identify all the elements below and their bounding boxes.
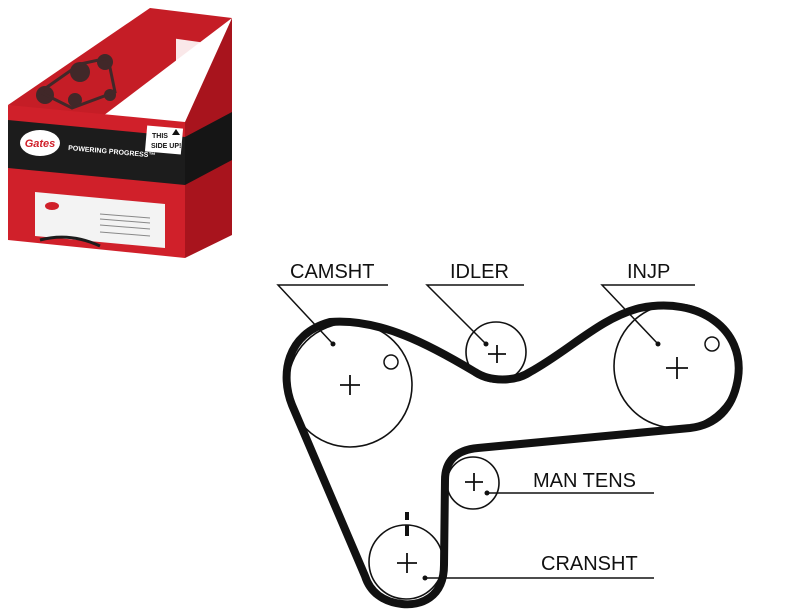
leader-lines [276, 284, 695, 579]
manual-tensioner-center-cross [465, 473, 483, 491]
manual-tensioner-label: MAN TENS [533, 470, 636, 492]
injection-pump-leader-line [600, 284, 695, 345]
camshaft-label: CAMSHT [290, 261, 374, 283]
crankshaft-center-cross [397, 553, 417, 573]
manual-tensioner-pulley [446, 456, 500, 510]
camshaft-center-cross [340, 375, 360, 395]
orientation-label-line1: THIS [152, 133, 168, 140]
idler-leader-line [425, 284, 524, 345]
injection-pump-timing-hole [704, 336, 720, 352]
box-label-barcode [99, 213, 151, 237]
pulley-center-marks [340, 345, 688, 573]
idler-center-cross [488, 345, 506, 363]
timing-belt [282, 301, 743, 609]
orientation-label-line2: SIDE UP! [151, 143, 181, 150]
box-brand-text: Gates [25, 138, 56, 150]
gates-logo-icon: Gates [20, 130, 60, 156]
orientation-label: THIS SIDE UP! [144, 125, 184, 155]
injection-pump-center-cross [666, 357, 688, 379]
camshaft-leader-line [276, 284, 388, 345]
arrow-up-icon [172, 129, 180, 135]
product-box: Gates POWERING PROGRESS™ THIS SIDE UP! [8, 8, 232, 258]
box-label-logo [45, 202, 59, 210]
camshaft-timing-hole [383, 354, 399, 370]
box-top-face [8, 8, 232, 122]
box-white-label [35, 192, 165, 248]
crankshaft-pulley [368, 524, 444, 600]
box-top-logo [176, 38, 200, 103]
box-side-band [185, 112, 232, 185]
injection-pump-label: INJP [627, 261, 670, 283]
idler-label: IDLER [450, 261, 509, 283]
crankshaft-label: CRANSHT [541, 553, 638, 575]
box-top-illustration [36, 54, 117, 110]
box-bottom-arc [39, 235, 101, 248]
